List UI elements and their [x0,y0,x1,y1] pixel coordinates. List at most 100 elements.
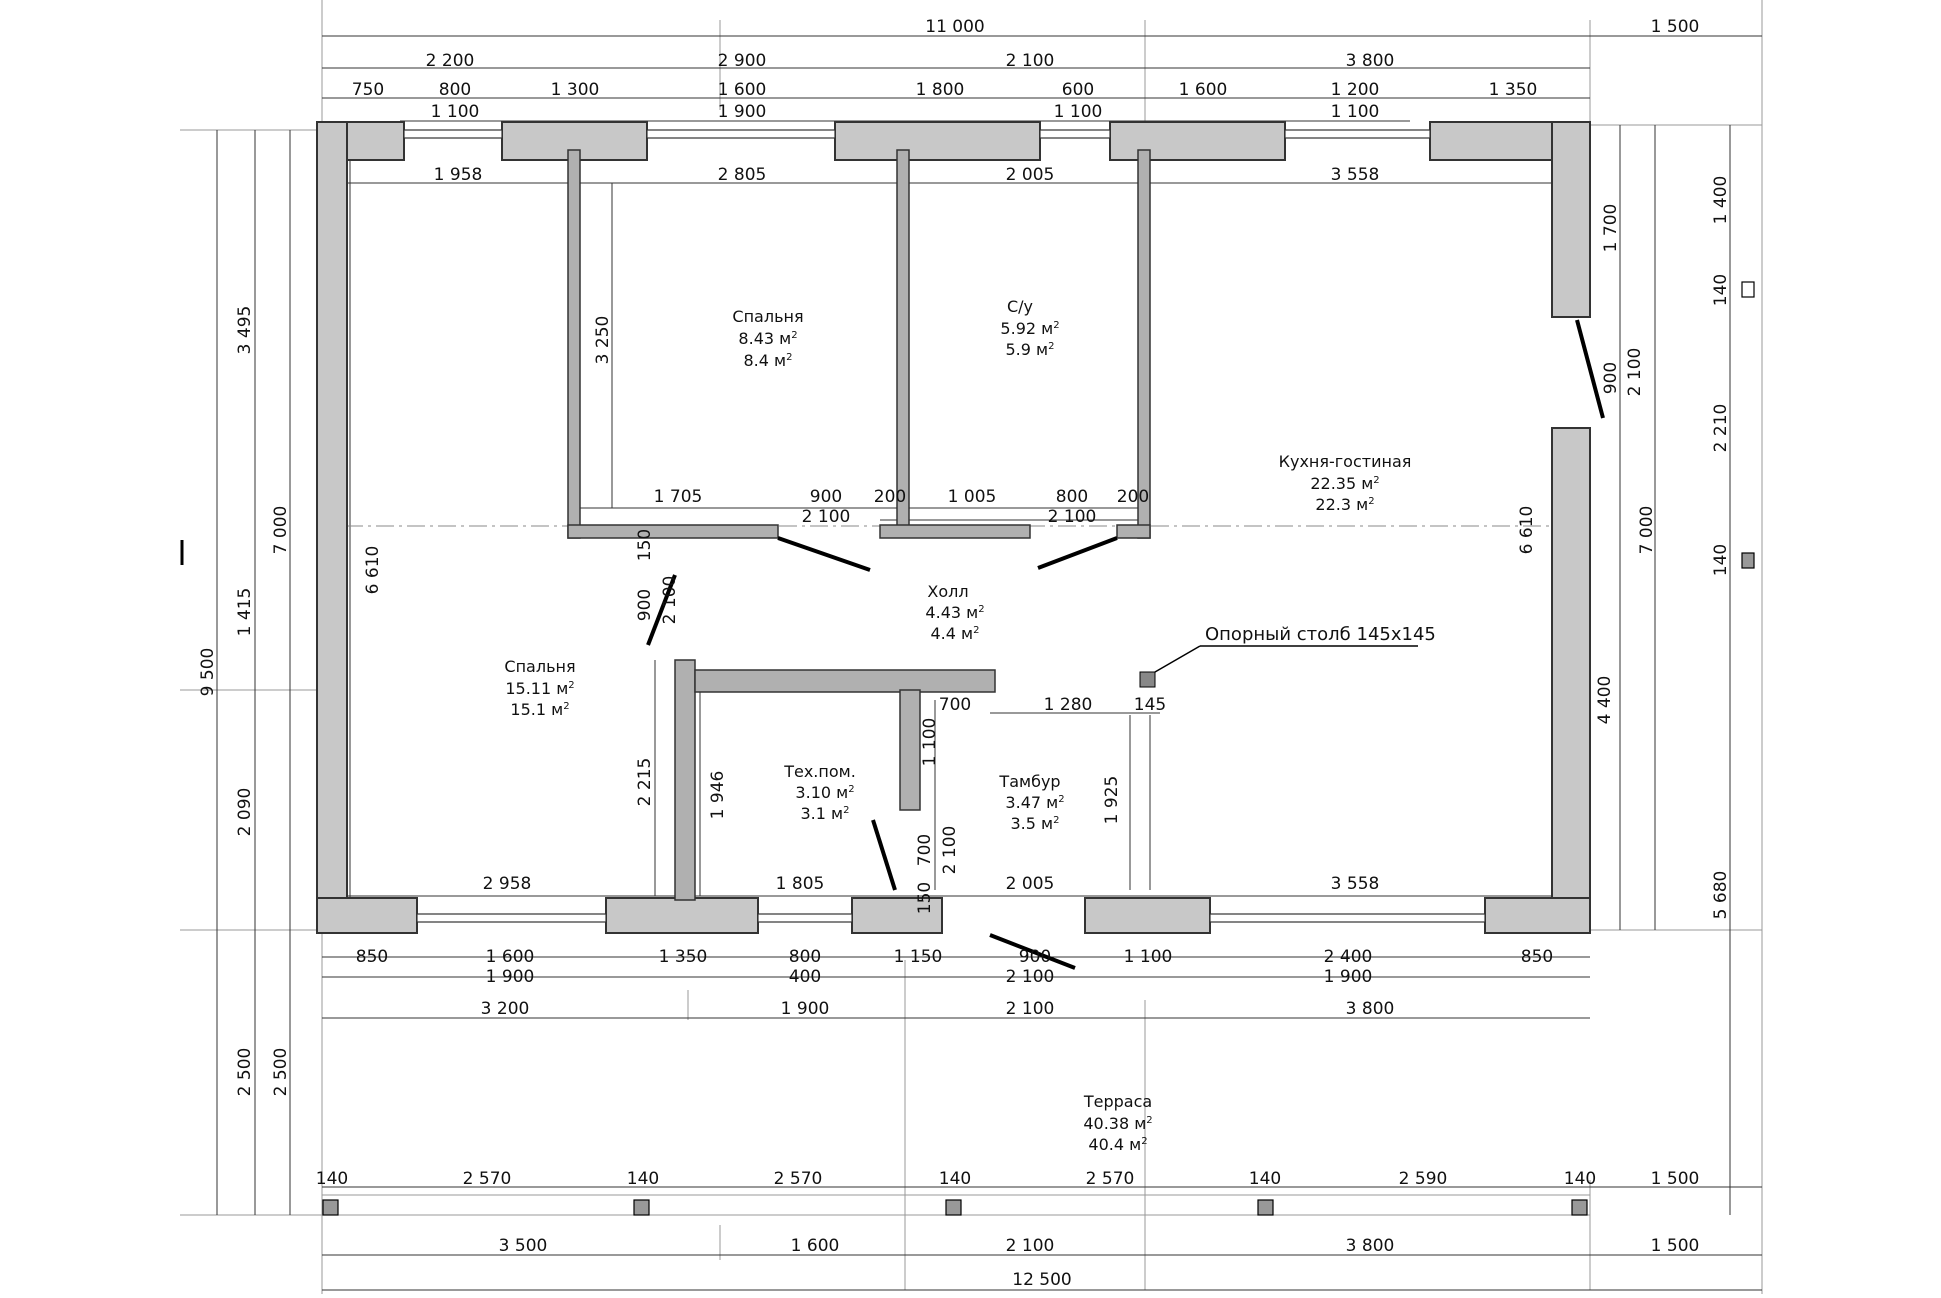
svg-text:200: 200 [1117,487,1149,507]
svg-text:2 005: 2 005 [1006,165,1055,185]
room-area-rounded: 4.4 м [931,624,974,643]
svg-text:1 900: 1 900 [781,999,830,1019]
svg-text:2 100: 2 100 [660,576,680,625]
room-hall: Холл 4.43 м2 4.4 м2 [925,582,984,643]
svg-text:1 350: 1 350 [1489,80,1538,100]
svg-text:2 005: 2 005 [1006,874,1055,894]
svg-text:900: 900 [810,487,842,507]
room-area-rounded: 40.4 м [1088,1135,1141,1154]
svg-text:1 900: 1 900 [718,102,767,122]
svg-text:900: 900 [1019,947,1051,967]
room-bedroom-left: Спальня 15.11 м2 15.1 м2 [504,657,575,719]
svg-text:1 150: 1 150 [894,947,943,967]
svg-text:2 100: 2 100 [802,507,851,527]
exterior-walls [316,121,1591,934]
svg-text:140: 140 [1249,1169,1281,1189]
svg-text:3.1 м2: 3.1 м2 [801,804,850,823]
extension-lines [180,0,1763,1294]
svg-text:200: 200 [874,487,906,507]
svg-text:2 100: 2 100 [1048,507,1097,527]
svg-text:2 900: 2 900 [718,51,767,71]
svg-text:3.5 м2: 3.5 м2 [1011,814,1060,833]
svg-text:1 280: 1 280 [1044,695,1093,715]
room-area-rounded: 22.3 м [1315,495,1368,514]
svg-text:900: 900 [635,589,655,621]
svg-text:800: 800 [1056,487,1088,507]
room-area: 15.11 м [505,679,568,698]
dimensions-horizontal: 11 000 1 500 2 200 2 900 2 100 3 800 750… [316,17,1700,1290]
svg-text:7 000: 7 000 [271,506,291,555]
svg-text:1 805: 1 805 [776,874,825,894]
svg-text:2 100: 2 100 [1006,1236,1055,1256]
svg-text:3 558: 3 558 [1331,874,1380,894]
svg-text:140: 140 [627,1169,659,1189]
support-column [1139,671,1156,688]
svg-text:1 350: 1 350 [659,947,708,967]
room-area: 4.43 м [925,603,978,622]
svg-text:1 700: 1 700 [1601,204,1621,253]
svg-text:140: 140 [1711,544,1731,576]
svg-text:1 415: 1 415 [235,588,255,637]
svg-text:3 200: 3 200 [481,999,530,1019]
svg-text:700: 700 [939,695,971,715]
svg-text:850: 850 [1521,947,1553,967]
svg-text:1 925: 1 925 [1102,776,1122,825]
svg-text:140: 140 [316,1169,348,1189]
svg-text:22.35 м2: 22.35 м2 [1310,474,1379,493]
room-area: 8.43 м [738,329,791,348]
room-area: 3.47 м [1005,793,1058,812]
svg-text:1 500: 1 500 [1651,1236,1700,1256]
room-name: С/у [1007,297,1033,316]
room-area-rounded: 3.5 м [1011,814,1054,833]
support-column-note: Опорный столб 145х145 [1205,624,1436,645]
svg-text:700: 700 [915,834,935,866]
room-name: Спальня [732,307,803,326]
svg-text:850: 850 [356,947,388,967]
windows [403,129,1486,923]
room-name: Терраса [1083,1092,1152,1111]
svg-text:145: 145 [1134,695,1166,715]
svg-text:1 100: 1 100 [1054,102,1103,122]
svg-text:22.3 м2: 22.3 м2 [1315,495,1374,514]
room-vestibule: Тамбур 3.47 м2 3.5 м2 [998,772,1064,833]
room-name: Тамбур [998,772,1060,791]
terrace-posts [322,281,1755,1216]
svg-text:4.43 м2: 4.43 м2 [925,603,984,622]
room-area-rounded: 5.9 м [1006,340,1049,359]
svg-text:1 100: 1 100 [431,102,480,122]
svg-text:2 570: 2 570 [463,1169,512,1189]
svg-text:1 100: 1 100 [1331,102,1380,122]
svg-text:15.1 м2: 15.1 м2 [510,700,569,719]
svg-text:2 590: 2 590 [1399,1169,1448,1189]
svg-text:3 800: 3 800 [1346,1236,1395,1256]
svg-text:1 900: 1 900 [486,967,535,987]
room-area: 5.92 м [1000,319,1053,338]
svg-text:3 495: 3 495 [235,306,255,355]
door-swings [646,319,1605,970]
svg-text:1 705: 1 705 [654,487,703,507]
svg-text:2 100: 2 100 [1006,967,1055,987]
dim-left-outer: 9 500 [198,648,218,697]
svg-text:2 500: 2 500 [271,1048,291,1097]
svg-text:2 200: 2 200 [426,51,475,71]
svg-text:3.47 м2: 3.47 м2 [1005,793,1064,812]
room-name: Кухня-гостиная [1279,452,1412,471]
svg-text:1 100: 1 100 [1124,947,1173,967]
svg-text:800: 800 [439,80,471,100]
svg-text:3 800: 3 800 [1346,51,1395,71]
svg-text:4.4 м2: 4.4 м2 [931,624,980,643]
room-area: 3.10 м [795,783,848,802]
svg-text:1 600: 1 600 [718,80,767,100]
svg-text:3 558: 3 558 [1331,165,1380,185]
svg-text:800: 800 [789,947,821,967]
svg-text:8.4 м2: 8.4 м2 [744,351,793,370]
svg-text:2 100: 2 100 [1006,51,1055,71]
svg-text:1 500: 1 500 [1651,1169,1700,1189]
svg-text:140: 140 [1564,1169,1596,1189]
svg-text:40.38 м2: 40.38 м2 [1083,1114,1152,1133]
svg-text:5.9 м2: 5.9 м2 [1006,340,1055,359]
svg-text:1 800: 1 800 [916,80,965,100]
svg-text:900: 900 [1601,362,1621,394]
svg-text:1 005: 1 005 [948,487,997,507]
dim-top-right: 1 500 [1651,17,1700,37]
